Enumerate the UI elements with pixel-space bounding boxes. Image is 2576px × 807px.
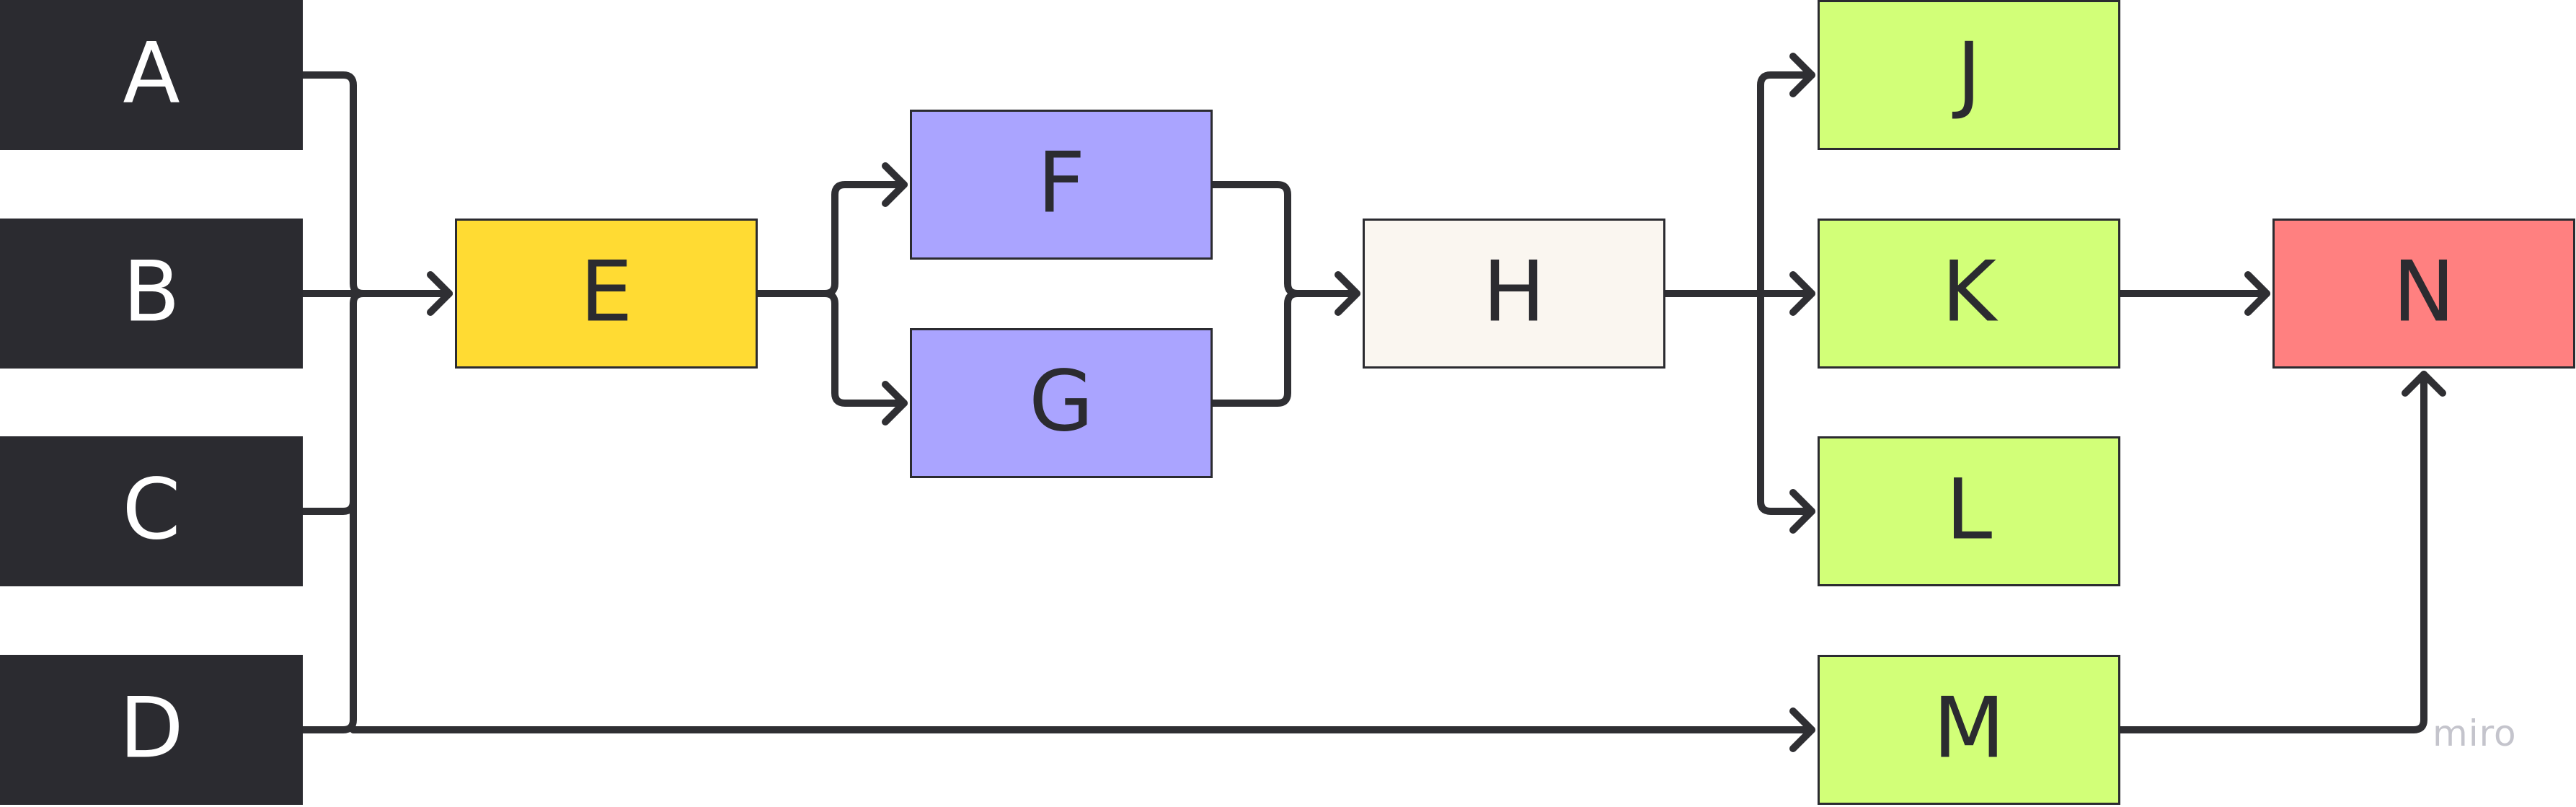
- node-c-label: C: [123, 462, 181, 559]
- node-d[interactable]: D: [0, 655, 303, 805]
- node-b-box: [0, 219, 303, 369]
- node-f[interactable]: F: [910, 110, 1213, 260]
- node-k-box: [1818, 219, 2120, 369]
- node-l-box: [1818, 436, 2120, 586]
- node-d-box: [0, 655, 303, 805]
- node-a-label: A: [123, 25, 180, 123]
- arrowhead-l: [1789, 489, 1815, 534]
- node-g[interactable]: G: [910, 328, 1213, 478]
- node-h-box: [1363, 219, 1665, 369]
- node-m-label: M: [1933, 680, 2005, 777]
- node-f-box: [910, 110, 1213, 260]
- node-k[interactable]: K: [1818, 219, 2120, 369]
- edge-g-h: [1209, 290, 1301, 407]
- edge-h-l: [1757, 290, 1815, 515]
- arrowhead-k: [1789, 271, 1815, 316]
- edge-a-e: [299, 71, 453, 297]
- arrowhead-e: [427, 271, 453, 316]
- arrowhead-h: [1335, 271, 1360, 316]
- edges-layer: [299, 53, 2446, 752]
- node-h-label: H: [1482, 244, 1545, 341]
- arrowhead-g: [882, 381, 908, 425]
- edge-e-f: [754, 181, 908, 297]
- node-c-box: [0, 436, 303, 586]
- node-l[interactable]: L: [1818, 436, 2120, 586]
- miro-watermark: miro: [2433, 713, 2517, 754]
- node-f-label: F: [1037, 135, 1086, 232]
- node-d-label: D: [119, 680, 183, 777]
- node-m-box: [1818, 655, 2120, 805]
- edge-e-g: [821, 290, 908, 407]
- node-e-box: [455, 219, 758, 369]
- node-e[interactable]: E: [455, 219, 758, 369]
- node-j[interactable]: J: [1818, 0, 2120, 150]
- node-g-box: [910, 328, 1213, 478]
- node-l-label: L: [1946, 462, 1993, 559]
- node-m[interactable]: M: [1818, 655, 2120, 805]
- arrowhead-m: [1789, 707, 1815, 752]
- node-a[interactable]: A: [0, 0, 303, 150]
- edge-f-h: [1209, 181, 1360, 297]
- node-c[interactable]: C: [0, 436, 303, 586]
- arrowhead-n-from-m: [2402, 371, 2446, 397]
- node-b[interactable]: B: [0, 219, 303, 369]
- node-j-label: J: [1952, 25, 1981, 123]
- node-e-label: E: [580, 244, 632, 341]
- edge-h-j: [1757, 71, 1815, 297]
- node-a-box: [0, 0, 303, 150]
- node-n[interactable]: N: [2272, 219, 2575, 369]
- arrowhead-j: [1789, 53, 1815, 97]
- edge-d-e: [299, 300, 357, 733]
- node-h[interactable]: H: [1363, 219, 1665, 369]
- node-g-label: G: [1029, 353, 1094, 451]
- node-n-label: N: [2393, 244, 2456, 341]
- arrowhead-f: [882, 162, 908, 207]
- node-k-label: K: [1942, 244, 1999, 341]
- node-n-box: [2272, 219, 2575, 369]
- arrowhead-n-from-k: [2244, 271, 2270, 316]
- node-b-label: B: [123, 244, 180, 341]
- node-j-box: [1818, 0, 2120, 150]
- edge-m-n: [2117, 371, 2427, 733]
